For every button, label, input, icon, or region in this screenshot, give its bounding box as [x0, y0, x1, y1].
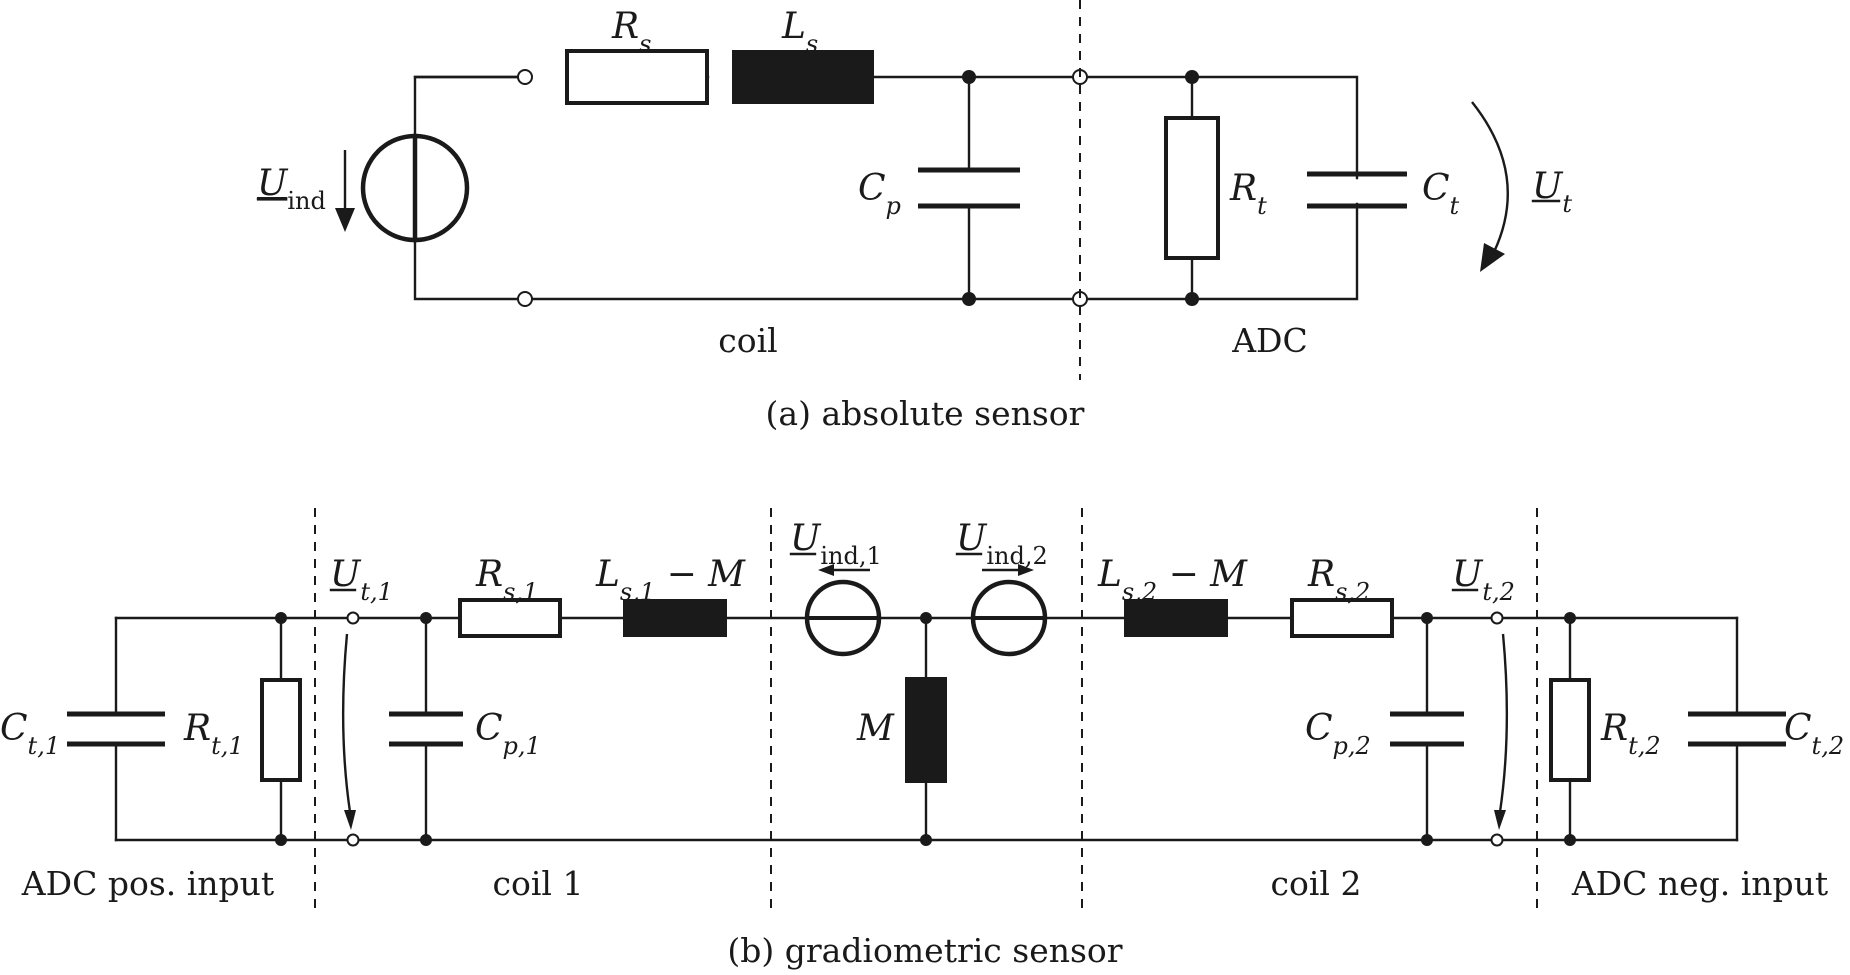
label-cp: Cp [858, 168, 901, 220]
arrowhead-uind [335, 208, 355, 232]
panel-b-gradiometric-sensor: Ct,1 Rt,1 Cp,1 Ut,1 Rs,1 Ls,1 − M Uind,1… [0, 508, 1844, 970]
label-rt: Rt [1229, 168, 1267, 220]
node-b-3 [420, 612, 432, 624]
terminal-b-4 [1490, 833, 1504, 847]
section-label-coil1: coil 1 [493, 864, 584, 903]
node-b-8 [1421, 834, 1433, 846]
node-b-5 [920, 612, 932, 624]
section-label-coil2: coil 2 [1271, 864, 1362, 903]
label-ct2: Ct,2 [1784, 708, 1844, 760]
arrowhead-uind2 [1018, 564, 1034, 576]
label-ls2-m: Ls,2 − M [1097, 554, 1248, 606]
label-ut1: Ut,1 [330, 554, 393, 606]
resistor-rt1 [260, 678, 302, 782]
node-b-2 [275, 834, 287, 846]
terminal-a-1 [517, 69, 533, 85]
node-a-4 [1185, 292, 1199, 306]
section-label-adc: ADC [1231, 321, 1308, 360]
node-a-3 [1185, 70, 1199, 84]
label-m: M [856, 708, 895, 749]
label-cp1: Cp,1 [475, 708, 541, 760]
label-ls: Ls [781, 6, 818, 58]
resistor-rt [1164, 116, 1220, 260]
arrowhead-uind1 [818, 564, 834, 576]
section-label-adc-pos: ADC pos. input [21, 864, 274, 903]
node-b-1 [275, 612, 287, 624]
node-b-7 [1421, 612, 1433, 624]
resistor-rs2 [1290, 598, 1394, 638]
inductor-ls [732, 50, 874, 104]
label-rs2: Rs,2 [1307, 554, 1370, 606]
arrowhead-ut1 [344, 810, 356, 830]
resistor-rs [565, 49, 709, 105]
node-b-6 [920, 834, 932, 846]
node-b-4 [420, 834, 432, 846]
arrowhead-ut2 [1494, 810, 1506, 830]
label-uind: Uind [257, 163, 326, 215]
label-uind1: Uind,1 [790, 518, 882, 570]
node-b-9 [1564, 612, 1576, 624]
panel-a-absolute-sensor: Rs Ls Cp Rt Ct Uind Ut coil ADC (a) abso… [256, 0, 1572, 433]
resistor-rt2 [1549, 678, 1591, 782]
terminal-b-3 [1490, 611, 1504, 625]
inductor-ls2-m [1124, 599, 1228, 637]
label-ut: Ut [1532, 166, 1572, 218]
resistor-rs1 [458, 598, 562, 638]
terminal-b-1 [346, 611, 360, 625]
section-label-adc-neg: ADC neg. input [1571, 864, 1828, 903]
label-rt1: Rt,1 [183, 708, 244, 760]
inductor-ls1-m [623, 599, 727, 637]
wire-a-bottom [523, 202, 1359, 301]
label-ct1: Ct,1 [0, 708, 60, 760]
arrow-ut [1471, 101, 1509, 253]
arrow-ut1 [341, 633, 352, 813]
caption-b: (b) gradiometric sensor [727, 931, 1122, 970]
label-ut2: Ut,2 [1452, 554, 1515, 606]
section-label-coil: coil [718, 321, 777, 360]
terminal-b-2 [346, 833, 360, 847]
label-rt2: Rt,2 [1600, 708, 1661, 760]
label-rs: Rs [611, 6, 651, 58]
wire-a-left-loop [413, 75, 527, 301]
arrowhead-ut [1480, 243, 1505, 272]
terminal-a-2 [517, 291, 533, 307]
label-ls1-m: Ls,1 − M [595, 554, 746, 606]
caption-a: (a) absolute sensor [766, 394, 1085, 433]
node-b-10 [1564, 834, 1576, 846]
label-uind2: Uind,2 [956, 518, 1048, 570]
inductor-m [905, 677, 947, 783]
label-cp2: Cp,2 [1305, 708, 1371, 760]
arrow-ut2 [1498, 633, 1509, 813]
node-a-1 [962, 70, 976, 84]
node-a-2 [962, 292, 976, 306]
label-rs1: Rs,1 [475, 554, 538, 606]
label-ct: Ct [1422, 168, 1460, 220]
